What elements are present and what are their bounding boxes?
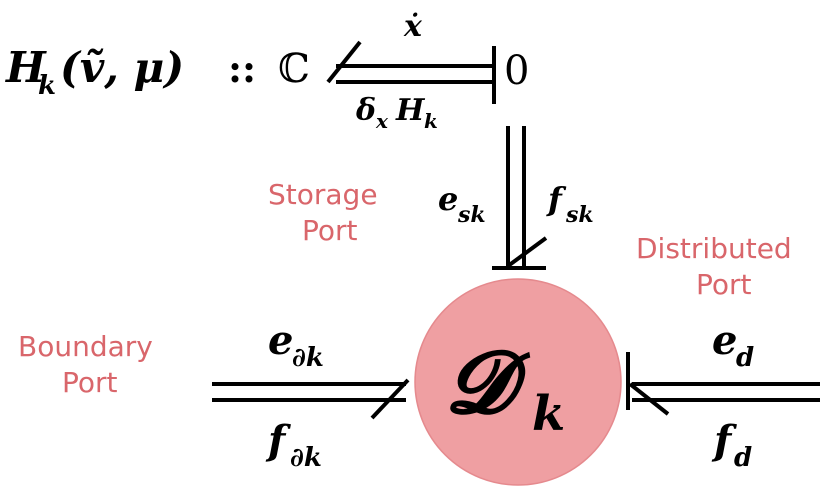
distributed-flow-subscript: d xyxy=(734,443,752,473)
delta-h-subscript: k xyxy=(424,109,438,133)
type-separator: :: xyxy=(228,46,256,91)
hamiltonian-subscript: k xyxy=(38,71,56,101)
delta-h-label: H xyxy=(395,93,426,128)
storage-bond-horizontal[interactable] xyxy=(326,40,496,104)
boundary-flow-subscript: ∂k xyxy=(290,443,322,473)
delta-subscript: x xyxy=(375,109,389,133)
boundary-bond[interactable] xyxy=(212,378,410,420)
boundary-port-label-line1: Boundary xyxy=(18,330,153,363)
storage-effort-label: e xyxy=(438,180,458,218)
zero-junction: 0 xyxy=(504,48,529,94)
storage-flow-subscript: sk xyxy=(565,202,594,228)
node-circle[interactable] xyxy=(414,278,622,486)
storage-bond-vertical[interactable] xyxy=(492,126,548,270)
hamiltonian-symbol: H xyxy=(5,43,47,92)
storage-port-label-line1: Storage xyxy=(268,178,378,211)
boundary-effort-label: e xyxy=(268,317,293,364)
distributed-bond[interactable] xyxy=(626,352,820,416)
distributed-port-label-line2: Port xyxy=(696,268,752,301)
boundary-port-label-line2: Port xyxy=(62,366,118,399)
storage-port-label-line2: Port xyxy=(302,214,358,247)
distributed-effort-label: e xyxy=(712,317,737,364)
delta-label: δ xyxy=(355,93,376,128)
storage-effort-subscript: sk xyxy=(457,202,486,228)
boundary-flow-label: f xyxy=(265,417,291,464)
boundary-effort-subscript: ∂k xyxy=(292,343,324,373)
type-symbol: ℂ xyxy=(278,46,310,92)
distributed-effort-subscript: d xyxy=(736,343,754,373)
x-dot-label: ẋ xyxy=(403,9,423,44)
distributed-port-label-line1: Distributed xyxy=(636,232,792,265)
hamiltonian-arguments: (ṽ, μ) xyxy=(60,43,184,92)
node-label-subscript: k xyxy=(532,386,565,442)
storage-flow-label: f xyxy=(546,180,567,218)
